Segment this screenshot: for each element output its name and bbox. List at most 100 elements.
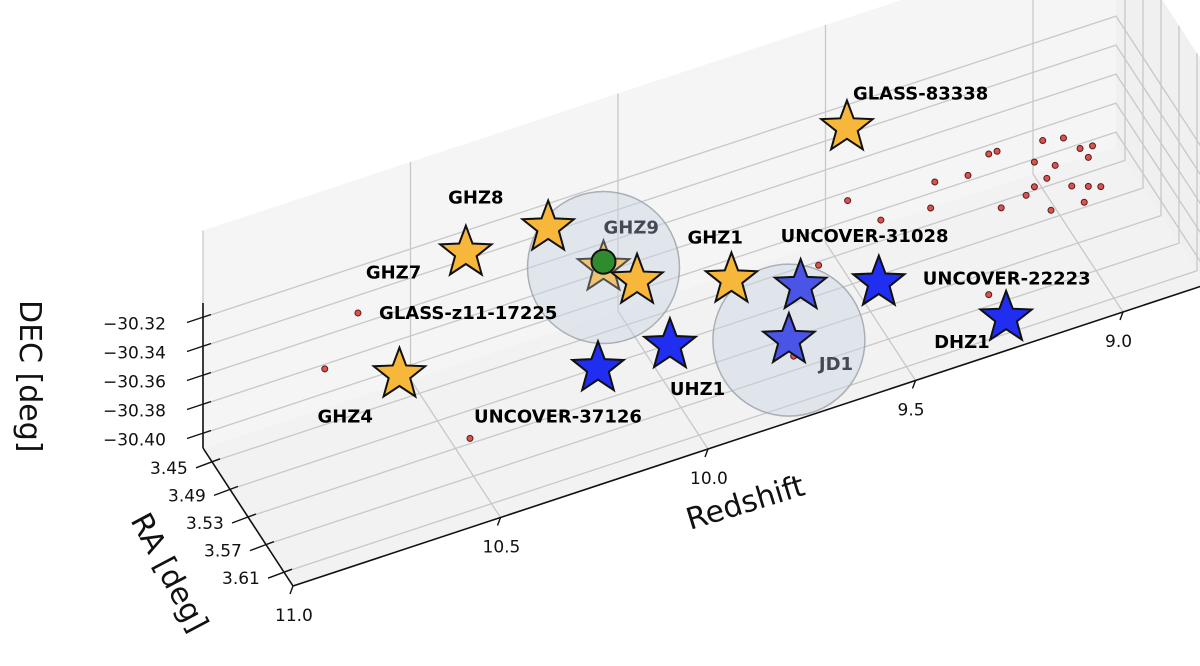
- ra-tick: [195, 458, 221, 469]
- source-label-ghz8: GHZ8: [448, 188, 503, 209]
- galaxy-dot: [877, 216, 885, 224]
- source-label-ghz7: GHZ7: [366, 263, 421, 284]
- galaxy-dot: [1084, 182, 1092, 190]
- galaxy-dot: [931, 178, 939, 186]
- gridline-dec: [202, 131, 1200, 435]
- ra-tick-label: 3.53: [186, 514, 224, 534]
- galaxy-dot: [1089, 142, 1096, 150]
- galaxy-dot: [985, 150, 993, 158]
- star-marker-uncover-37126: [569, 338, 627, 393]
- galaxy-dot: [985, 291, 993, 299]
- grid-lines: [202, 0, 1200, 587]
- source-markers: [371, 97, 1035, 399]
- redshift-tick: [496, 517, 502, 526]
- source-label-ghz4: GHZ4: [317, 407, 372, 428]
- gridline-redshift: [824, 25, 917, 381]
- source-label-glass-z11-17225: GLASS-z11-17225: [379, 303, 557, 324]
- tick-labels: 11.010.510.09.59.03.453.493.533.573.61−3…: [103, 315, 1132, 627]
- redshift-tick: [1119, 311, 1124, 321]
- gridline-redshift: [617, 93, 709, 450]
- galaxy-dot: [993, 147, 1001, 155]
- galaxy-dot: [466, 434, 474, 442]
- galaxy-dot: [1051, 161, 1059, 169]
- galaxy-dot: [1047, 206, 1055, 214]
- z-axis-title: DEC [deg]: [12, 300, 47, 453]
- dec-tick: [186, 429, 212, 440]
- ra-tick-label: 3.61: [222, 569, 260, 589]
- galaxy-dot: [321, 365, 329, 373]
- source-label-uhz1: UHZ1: [670, 379, 725, 400]
- star-marker-dhz1: [977, 288, 1035, 343]
- gridline-ra: [265, 25, 1180, 546]
- galaxy-dot: [1059, 134, 1067, 142]
- gridline-redshift: [1032, 0, 1124, 313]
- ra-tick-label: 3.57: [204, 542, 242, 562]
- star-marker-glass-z11-17225: [608, 250, 666, 305]
- source-label-ghz1: GHZ1: [687, 228, 742, 249]
- ra-tick: [267, 568, 293, 579]
- galaxy-dot: [964, 171, 972, 179]
- star-marker-glass-83338: [818, 97, 876, 152]
- gridline-dec: [202, 73, 1200, 377]
- galaxy-dot: [1030, 158, 1038, 166]
- dec-tick-label: −30.40: [103, 431, 166, 451]
- green-marker: [590, 248, 617, 275]
- galaxy-dot: [997, 204, 1005, 212]
- source-label-ghz9: GHZ9: [604, 218, 659, 239]
- galaxy-dot: [1076, 145, 1084, 153]
- floor-pane: [203, 146, 1200, 586]
- ra-tick-label: 3.49: [168, 486, 206, 506]
- dec-tick-label: −30.34: [103, 344, 166, 364]
- axis-lines: [186, 285, 1200, 595]
- galaxy-dot: [1043, 174, 1051, 182]
- galaxy-dot: [1068, 182, 1076, 190]
- star-marker-ghz7: [437, 222, 495, 277]
- star-marker-ghz8: [519, 197, 577, 252]
- source-label-glass-83338: GLASS-83338: [853, 83, 988, 104]
- galaxy-dot: [1080, 198, 1088, 206]
- gridline-dec: [202, 102, 1200, 406]
- redshift-tick-label: 10.0: [690, 469, 728, 489]
- dec-tick-label: −30.38: [103, 402, 166, 422]
- star-marker-uhz1: [641, 315, 699, 370]
- galaxy-dot: [815, 261, 823, 269]
- galaxy-dot: [1022, 191, 1030, 199]
- highlight-regions: [526, 190, 866, 417]
- redshift-tick-label: 9.5: [898, 401, 925, 421]
- gridline-dec: [202, 15, 1200, 319]
- redshift-tick: [704, 448, 709, 458]
- dec-tick-label: −30.32: [103, 315, 166, 335]
- source-label-uncover-22223: UNCOVER-22223: [923, 269, 1091, 290]
- star-marker-uncover-22223: [850, 252, 908, 307]
- galaxy-dot: [1039, 137, 1047, 145]
- redshift-axis-line: [292, 285, 1200, 587]
- dec-tick: [186, 371, 212, 382]
- source-label-jd1: JD1: [817, 354, 853, 375]
- galaxy-dot: [1097, 183, 1105, 191]
- source-label-uncover-37126: UNCOVER-37126: [474, 406, 642, 427]
- galaxy-dot: [927, 204, 935, 212]
- redshift-tick-label: 9.0: [1105, 332, 1132, 352]
- galaxy-dot: [844, 197, 852, 205]
- dec-tick: [186, 313, 212, 324]
- star-marker-jd1: [760, 310, 818, 365]
- background-galaxies: [321, 134, 1105, 442]
- redshift-tick: [911, 380, 917, 389]
- star-marker-ghz4: [371, 344, 428, 399]
- redshift-tick-label: 11.0: [275, 606, 313, 626]
- gridline-ra: [247, 0, 1162, 518]
- gridline-ra: [229, 0, 1144, 491]
- redshift-tick: [289, 585, 294, 595]
- ra-tick: [249, 540, 275, 552]
- galaxy-dot: [354, 309, 362, 317]
- galaxy-dot: [1084, 153, 1092, 161]
- dec-tick: [186, 342, 212, 353]
- gridline-dec: [202, 44, 1200, 348]
- gridline-ra: [283, 53, 1198, 573]
- star-marker-uncover-31028: [772, 256, 830, 311]
- ra-tick: [213, 485, 239, 497]
- galaxy-dot: [1030, 183, 1038, 191]
- back-pane: [203, 0, 1116, 448]
